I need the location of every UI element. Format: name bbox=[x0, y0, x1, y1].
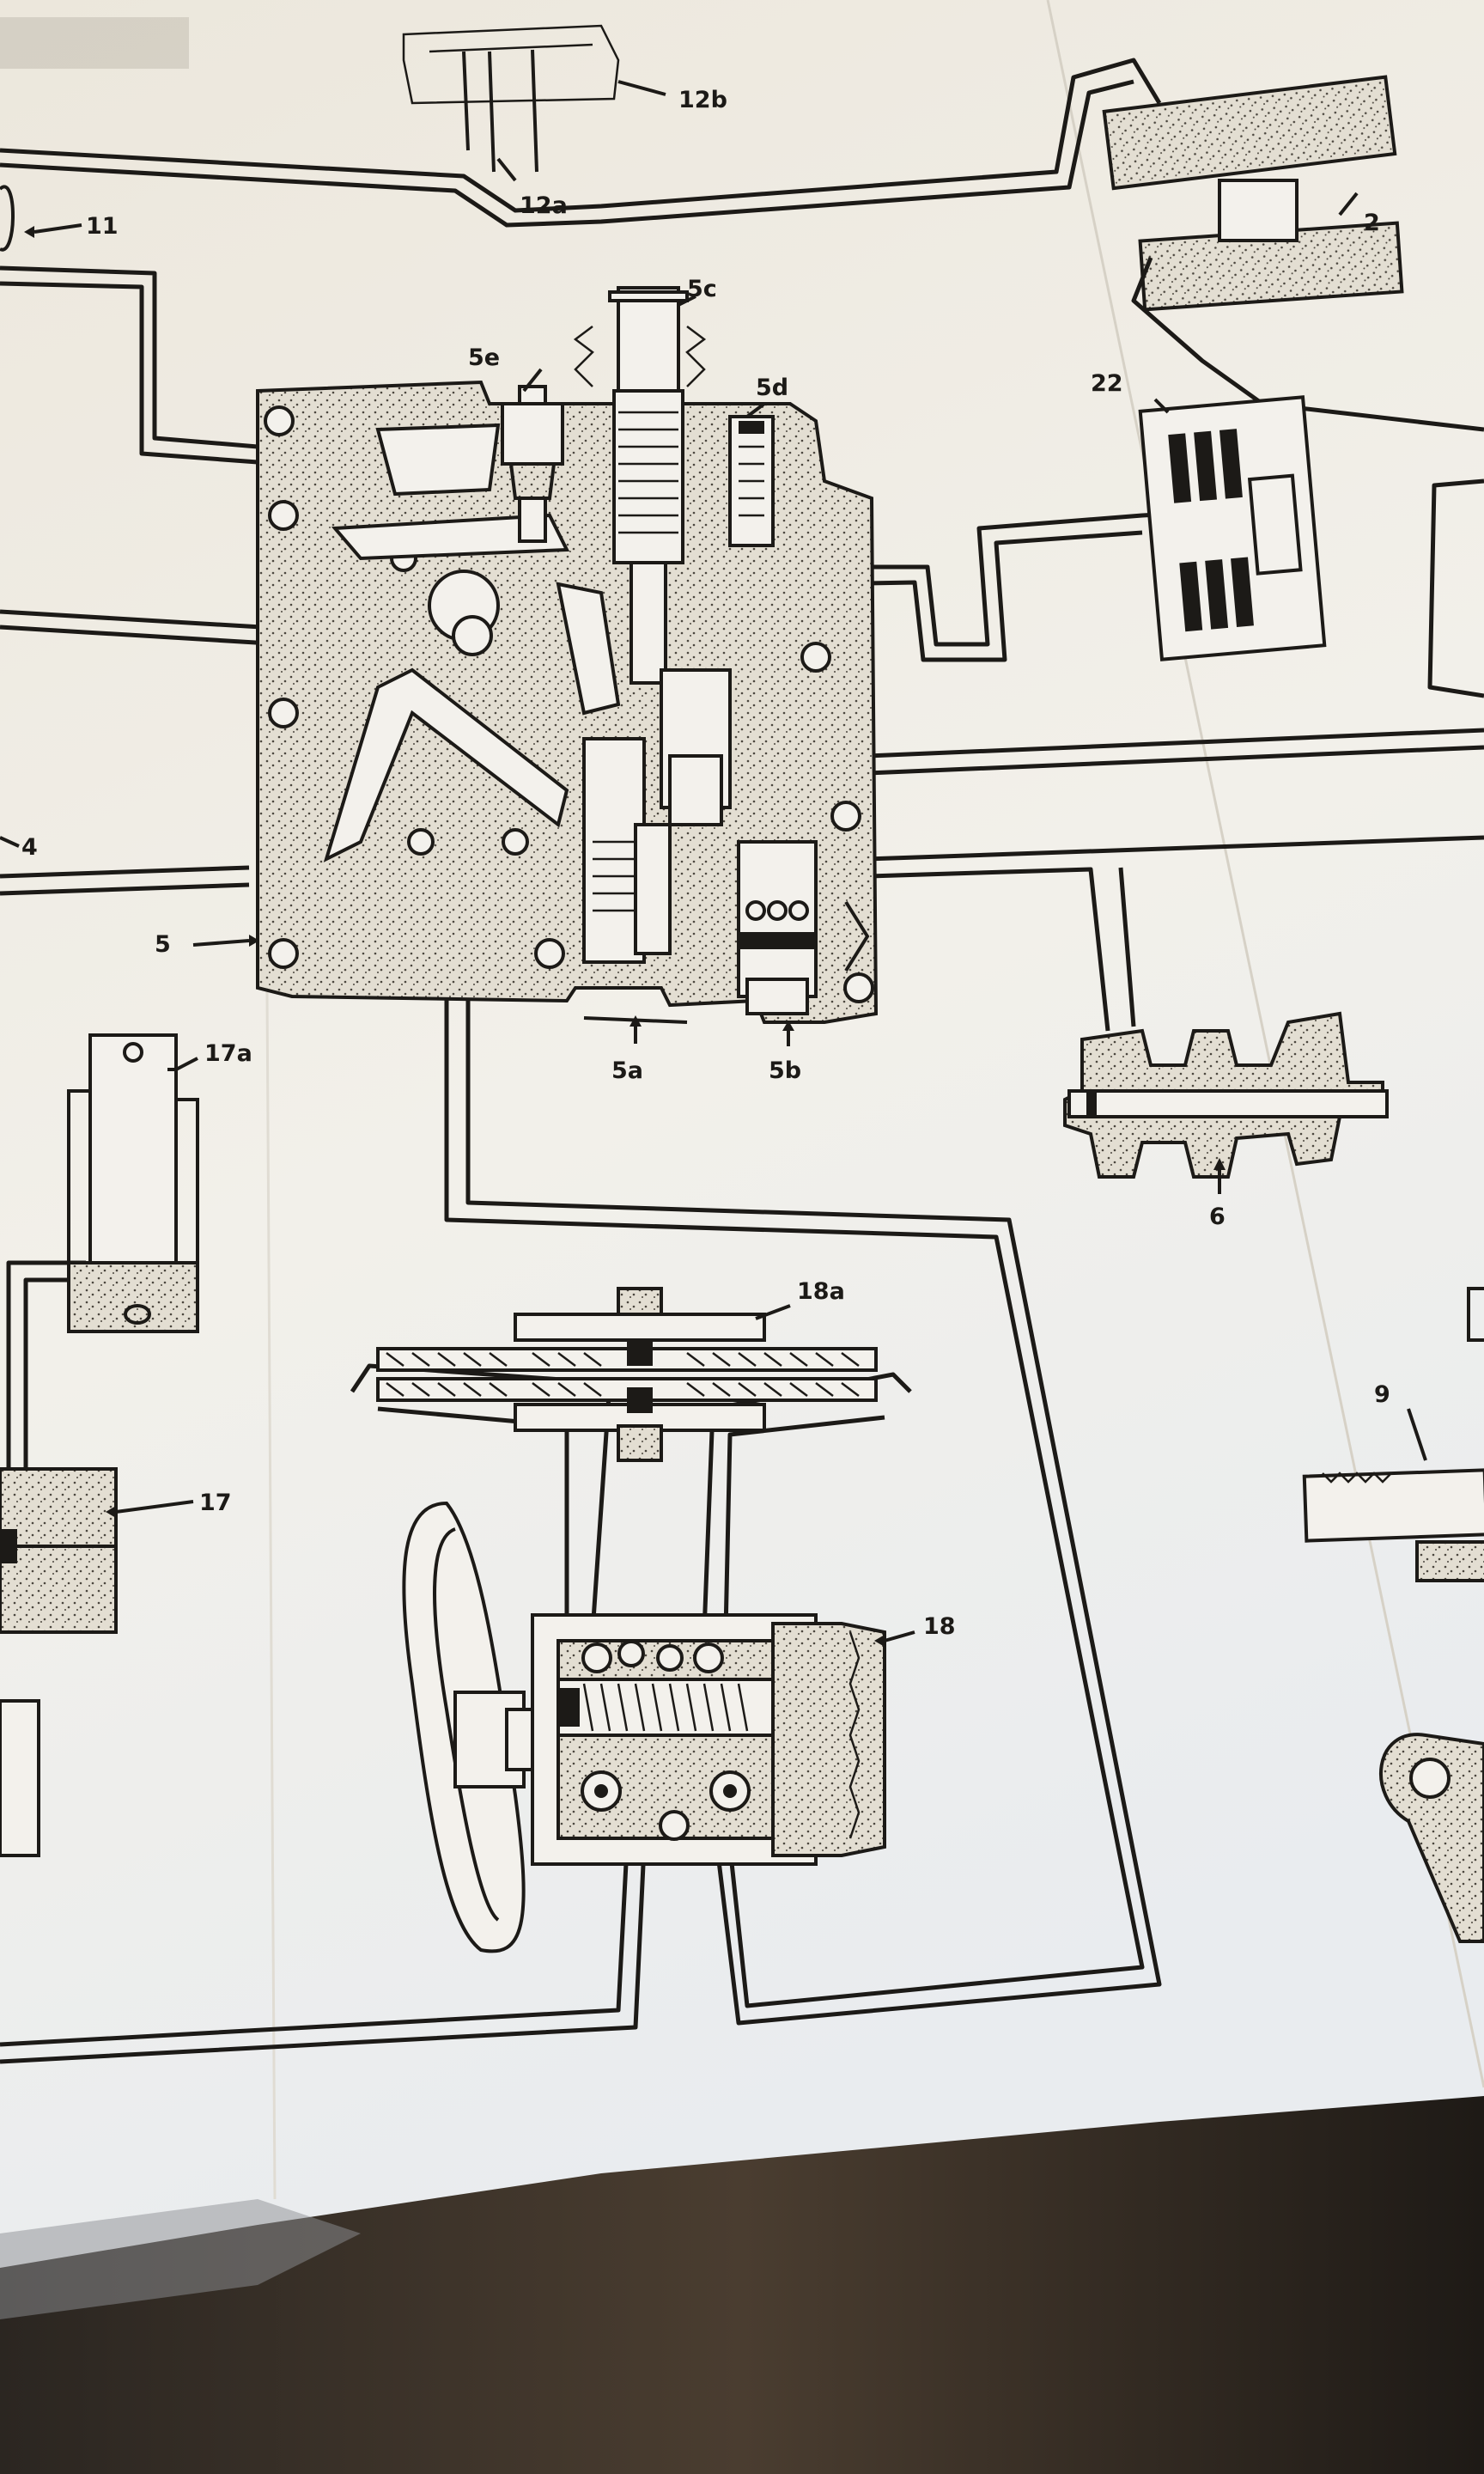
pipe-4-lower bbox=[0, 865, 250, 879]
component-17a bbox=[67, 1033, 199, 1333]
label-9: 9 bbox=[1374, 1381, 1390, 1408]
pipe-bottom-b bbox=[0, 1846, 647, 2064]
pipe-to-6 bbox=[1118, 867, 1136, 1027]
pipe-right-1b bbox=[867, 745, 1484, 776]
label-2: 2 bbox=[1364, 210, 1380, 236]
label-5d: 5d bbox=[756, 375, 788, 401]
right-edge-box bbox=[1467, 1287, 1484, 1342]
pipe-18a-left bbox=[350, 1363, 612, 1633]
component-18 bbox=[402, 1501, 915, 1953]
label-5c: 5c bbox=[687, 276, 717, 302]
component-12 bbox=[402, 24, 666, 182]
label-4: 4 bbox=[21, 834, 38, 861]
label-11: 11 bbox=[86, 213, 119, 240]
pipe-bottom bbox=[0, 1846, 629, 2047]
label-5b: 5b bbox=[769, 1057, 801, 1084]
component-18a bbox=[376, 1287, 878, 1462]
label-17: 17 bbox=[199, 1490, 232, 1516]
component-partial-hole bbox=[1409, 1758, 1451, 1799]
component-9 bbox=[1302, 1408, 1484, 1582]
pipe-17-b bbox=[23, 1277, 86, 1520]
right-edge-pipe bbox=[1427, 478, 1484, 698]
component-partial-bottom-right bbox=[1379, 1733, 1484, 1943]
pipe-right-2b bbox=[867, 867, 1110, 1032]
pipe-11 bbox=[0, 265, 258, 449]
pipe-5-to-22-b bbox=[815, 530, 1143, 662]
label-5e: 5e bbox=[468, 344, 500, 371]
label-12a: 12a bbox=[520, 192, 568, 219]
pipe-12-to-2-inner bbox=[0, 79, 1134, 228]
label-17a: 17a bbox=[204, 1040, 252, 1067]
label-6: 6 bbox=[1209, 1203, 1226, 1230]
label-18a: 18a bbox=[797, 1278, 845, 1305]
pointer-11 bbox=[33, 223, 82, 234]
component-11-partial bbox=[0, 185, 15, 252]
label-5a: 5a bbox=[611, 1057, 643, 1084]
pipe-5-to-22 bbox=[816, 509, 1220, 647]
pipe-right-2 bbox=[867, 835, 1484, 862]
top-left-partial-part bbox=[0, 17, 189, 69]
label-18: 18 bbox=[923, 1613, 956, 1640]
callout-labels: 11 12b 12a 2 5c 5e 5d 22 4 5 5a 5b 6 17a… bbox=[21, 87, 1390, 1640]
pipe-18a-right-b bbox=[723, 1415, 885, 1633]
pipe-4-lower-b bbox=[0, 882, 250, 896]
component-22 bbox=[1138, 395, 1327, 661]
label-12b: 12b bbox=[678, 87, 727, 113]
pipe-17 bbox=[6, 1260, 86, 1520]
component-2 bbox=[1102, 75, 1484, 432]
pipe-11-inner bbox=[0, 281, 258, 465]
pointer-11-arrow bbox=[24, 226, 34, 238]
component-6 bbox=[1063, 1011, 1389, 1194]
fold-crease-2 bbox=[265, 858, 277, 2200]
plastic-sleeve bbox=[0, 2199, 361, 2319]
component-17 bbox=[0, 1467, 194, 1857]
pipe-right-1 bbox=[867, 728, 1484, 759]
pipe-12-to-2 bbox=[0, 58, 1162, 213]
label-22: 22 bbox=[1091, 370, 1123, 397]
valve-block-5 bbox=[0, 286, 879, 1046]
label-5: 5 bbox=[155, 931, 171, 958]
